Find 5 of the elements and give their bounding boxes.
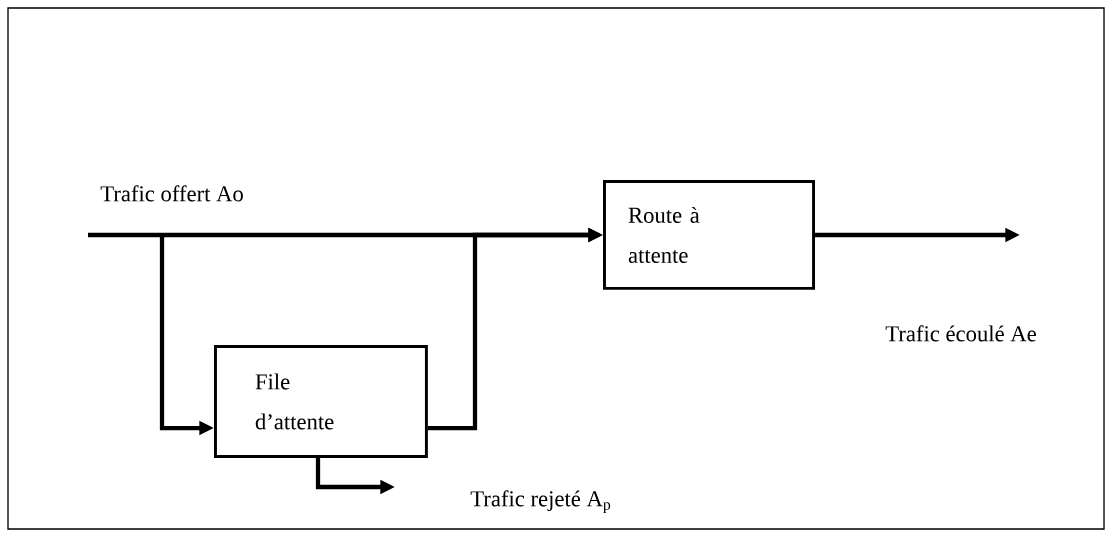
- process-box: File d’attente: [214, 345, 428, 458]
- flow-label: Trafic rejeté A$_{p}$: [470, 490, 611, 514]
- flow-label: Trafic offert Ao: [100, 185, 243, 202]
- process-box: Route à attente: [603, 180, 815, 290]
- flow-label: Trafic écoulé Ae: [885, 325, 1036, 342]
